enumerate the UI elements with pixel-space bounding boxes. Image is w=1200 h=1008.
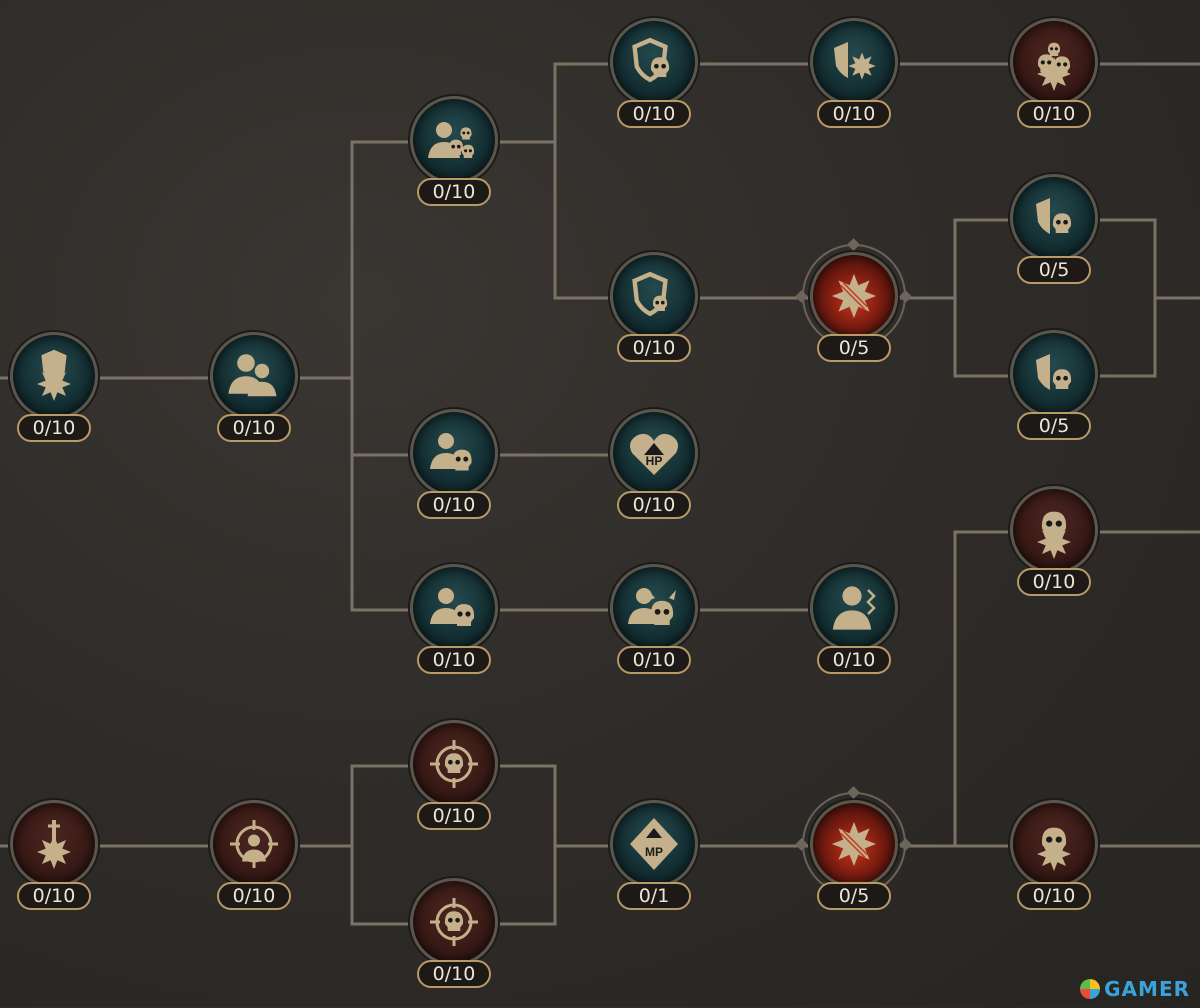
skull-burst-icon [1037,511,1071,559]
skill-level-badge: 0/10 [417,178,491,206]
skill-level-badge: 0/10 [17,414,91,442]
skill-level-badge: 0/10 [1017,568,1091,596]
skill-node[interactable]: 0/10 [5,332,105,462]
crosshair-figure-icon [230,820,278,868]
figure-skull-icon [430,588,475,626]
skill-level-badge: 0/1 [617,882,691,910]
skill-orb[interactable] [1010,800,1098,888]
skill-orb[interactable] [802,244,906,348]
figure-speed-icon [832,586,876,630]
skill-node[interactable]: 0/10 [5,800,105,930]
skill-orb[interactable] [210,332,298,420]
skill-level-badge: 0/10 [617,646,691,674]
crosshair-cracked-skull-icon [430,898,478,946]
figure-demon-skull-icon [628,588,676,625]
skill-node[interactable]: 0/10 [605,252,705,382]
skill-orb[interactable] [610,564,698,652]
shield-skull-small-icon [632,271,668,317]
skill-node[interactable]: 0/10 [605,18,705,148]
skill-orb[interactable] [610,252,698,340]
skill-orb[interactable] [802,792,906,896]
skill-node[interactable]: 0/5 [1005,330,1105,460]
burst-sword-icon [831,273,877,319]
skill-level-badge: 0/10 [217,414,291,442]
skill-node[interactable]: 0/5 [795,786,912,930]
skill-orb[interactable]: MP [610,800,698,888]
skill-orb[interactable] [1010,18,1098,106]
skill-stat-label: MP [645,845,663,859]
skill-node[interactable]: 0/10 [405,878,505,1008]
skill-level-badge: 0/10 [817,646,891,674]
cracked-skull-burst-icon [1037,827,1071,871]
skill-level-badge: 0/10 [617,334,691,362]
skill-node[interactable]: 0/5 [795,238,912,382]
skill-node[interactable]: 0/10 [1005,486,1105,616]
skill-orb[interactable] [610,18,698,106]
skill-level-badge: 0/5 [817,334,891,362]
crosshair-skull-icon [430,740,478,788]
skill-level-badge: 0/10 [417,960,491,988]
skill-node[interactable]: 0/10 [405,564,505,694]
skill-level-badge: 0/5 [817,882,891,910]
shield-burst-icon [37,349,71,401]
half-shield-burst-icon [834,42,876,80]
skill-orb[interactable] [210,800,298,888]
skill-orb[interactable] [810,18,898,106]
burst-sword-icon [831,821,877,867]
watermark-text: GAMER [1104,977,1190,1001]
skill-node[interactable]: 0/10 [805,564,905,694]
skill-node[interactable]: 0/10 [405,409,505,539]
duo-figures-icon [228,354,277,397]
skill-level-badge: 0/10 [17,882,91,910]
skill-orb[interactable] [10,800,98,888]
half-shield-skull-icon [1036,198,1072,234]
mp-diamond-icon: MP [630,818,678,870]
skill-level-badge: 0/10 [417,646,491,674]
figure-skull-horde-icon [428,122,475,158]
skill-orb[interactable] [1010,330,1098,418]
skill-node[interactable]: HP 0/10 [605,409,705,539]
skill-level-badge: 0/10 [417,802,491,830]
skill-node[interactable]: MP 0/1 [605,800,705,930]
gamer-watermark: GAMER [1080,977,1190,1001]
skill-level-badge: 0/5 [1017,412,1091,440]
skill-level-badge: 0/10 [1017,882,1091,910]
skill-node[interactable]: 0/10 [205,332,305,462]
skill-level-badge: 0/10 [417,491,491,519]
skill-orb[interactable] [10,332,98,420]
skill-level-badge: 0/10 [217,882,291,910]
skill-orb[interactable] [410,878,498,966]
skill-node[interactable]: 0/10 [605,564,705,694]
half-shield-cracked-skull-icon [1036,354,1072,390]
skill-node[interactable]: 0/5 [1005,174,1105,304]
demon-skulls-burst-icon [1037,42,1071,91]
skill-orb[interactable] [410,409,498,497]
skill-orb[interactable] [810,564,898,652]
skill-level-badge: 0/10 [617,100,691,128]
shield-skull-icon [632,37,670,83]
skill-orb[interactable] [410,564,498,652]
hp-heart-icon: HP [630,433,678,475]
skill-orb[interactable] [1010,486,1098,574]
skill-orb[interactable]: HP [610,409,698,497]
skill-level-badge: 0/5 [1017,256,1091,284]
skill-node[interactable]: 0/10 [805,18,905,148]
gamer-logo-icon [1080,979,1101,999]
figure-cracked-skull-icon [430,433,472,471]
skill-node[interactable]: 0/10 [405,720,505,850]
skill-node[interactable]: 0/10 [1005,800,1105,930]
sword-burst-icon [37,820,71,869]
skill-orb[interactable] [410,96,498,184]
skill-orb[interactable] [1010,174,1098,262]
skill-level-badge: 0/10 [1017,100,1091,128]
skill-orb[interactable] [410,720,498,808]
skill-node[interactable]: 0/10 [205,800,305,930]
skill-node[interactable]: 0/10 [405,96,505,226]
skill-level-badge: 0/10 [817,100,891,128]
skill-level-badge: 0/10 [617,491,691,519]
skill-node[interactable]: 0/10 [1005,18,1105,148]
skill-stat-label: HP [646,454,663,468]
